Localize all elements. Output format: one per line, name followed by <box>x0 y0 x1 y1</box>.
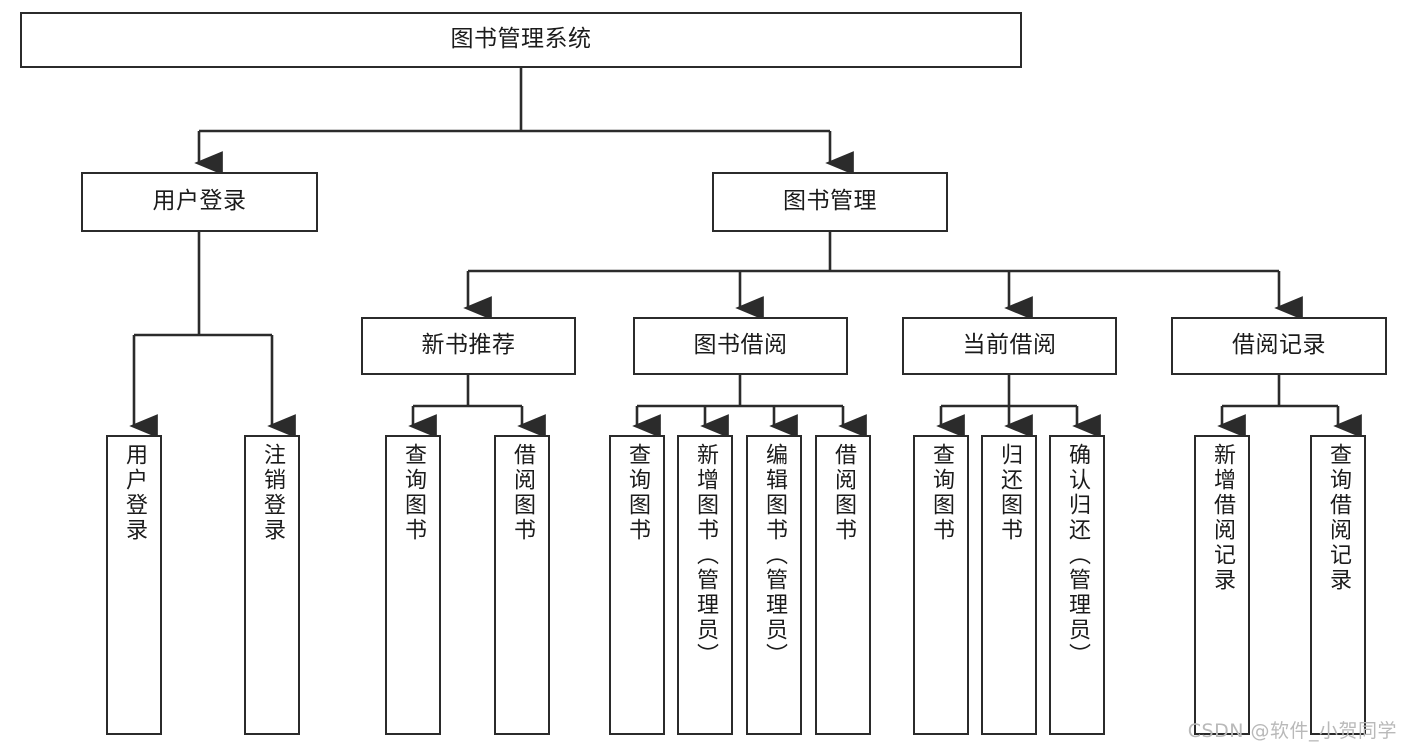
node-label: 借阅图书 <box>510 443 535 543</box>
node-borrow-record[interactable]: 借阅记录 <box>1171 317 1387 375</box>
leaf-logout-login[interactable]: 注销登录 <box>244 435 300 735</box>
leaf-user-login[interactable]: 用户登录 <box>106 435 162 735</box>
leaf-borrow-book[interactable]: 借阅图书 <box>815 435 871 735</box>
node-label: 图书管理 <box>783 188 877 215</box>
node-label: 查询借阅记录 <box>1326 443 1351 593</box>
node-label: 确认归还（管理员） <box>1065 443 1090 668</box>
node-label: 查询图书 <box>625 443 650 543</box>
node-user-login[interactable]: 用户登录 <box>81 172 318 232</box>
leaf-query-book-current[interactable]: 查询图书 <box>913 435 969 735</box>
leaf-query-borrow-record[interactable]: 查询借阅记录 <box>1310 435 1366 735</box>
leaf-confirm-return-admin[interactable]: 确认归还（管理员） <box>1049 435 1105 735</box>
leaf-add-book-admin[interactable]: 新增图书（管理员） <box>677 435 733 735</box>
node-label: 用户登录 <box>152 188 247 215</box>
node-label: 注销登录 <box>260 443 285 543</box>
node-label: 查询图书 <box>401 443 426 543</box>
node-label: 借阅记录 <box>1232 332 1326 359</box>
leaf-borrow-book-recommend[interactable]: 借阅图书 <box>494 435 550 735</box>
node-label: 新增借阅记录 <box>1210 443 1235 593</box>
node-current-borrow[interactable]: 当前借阅 <box>902 317 1117 375</box>
node-label: 用户登录 <box>122 443 147 543</box>
node-book-management[interactable]: 图书管理 <box>712 172 948 232</box>
node-label: 查询图书 <box>929 443 954 543</box>
leaf-edit-book-admin[interactable]: 编辑图书（管理员） <box>746 435 802 735</box>
node-label: 归还图书 <box>997 443 1022 543</box>
node-label: 新增图书（管理员） <box>693 443 718 668</box>
csdn-watermark: CSDN @软件_小贺同学 <box>1187 720 1397 742</box>
node-root-book-management-system[interactable]: 图书管理系统 <box>20 12 1022 68</box>
node-label: 当前借阅 <box>962 332 1057 359</box>
node-label: 图书管理系统 <box>450 26 592 53</box>
leaf-add-borrow-record[interactable]: 新增借阅记录 <box>1194 435 1250 735</box>
leaf-query-book-borrow[interactable]: 查询图书 <box>609 435 665 735</box>
leaf-return-book[interactable]: 归还图书 <box>981 435 1037 735</box>
leaf-query-book-recommend[interactable]: 查询图书 <box>385 435 441 735</box>
node-label: 图书借阅 <box>693 332 788 359</box>
node-book-borrow[interactable]: 图书借阅 <box>633 317 848 375</box>
node-new-book-recommend[interactable]: 新书推荐 <box>361 317 576 375</box>
node-label: 新书推荐 <box>421 332 516 359</box>
node-label: 编辑图书（管理员） <box>762 443 787 668</box>
node-label: 借阅图书 <box>831 443 856 543</box>
